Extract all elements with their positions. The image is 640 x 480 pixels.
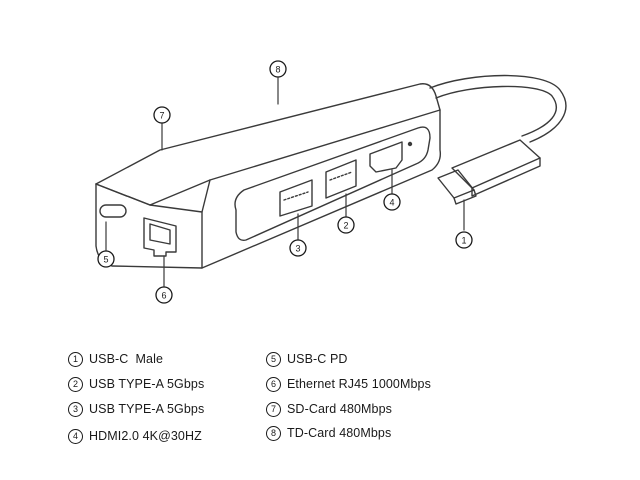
usb-hub-diagram: 8 7 1 2 3 4 5 6 [95, 60, 567, 304]
legend-item-8: 8 TD-Card 480Mbps [266, 424, 391, 442]
legend-item-7: 7 SD-Card 480Mbps [266, 400, 392, 418]
callout-1: 1 [455, 231, 473, 249]
callout-7-label: 7 [159, 111, 164, 121]
legend-badge-3: 3 [68, 401, 83, 417]
callout-3: 3 [289, 239, 307, 257]
legend-label-3: USB TYPE-A 5Gbps [89, 402, 205, 416]
legend-item-1: 1 USB-C Male [68, 350, 163, 368]
hub-body [95, 83, 442, 269]
legend-label-2: USB TYPE-A 5Gbps [89, 377, 205, 391]
callout-1-label: 1 [461, 236, 466, 246]
legend-badge-1: 1 [68, 351, 83, 367]
legend-badge-2: 2 [68, 376, 83, 392]
port-legend: 1 USB-C Male 2 USB TYPE-A 5Gbps 3 USB TY… [0, 350, 640, 460]
leader-lines [105, 77, 465, 287]
callout-7: 7 [153, 106, 171, 124]
usb-c-pd-port [99, 204, 127, 218]
usb-a-port-3 [279, 179, 313, 217]
usb-c-cable [429, 74, 567, 143]
usb-c-male-plug [437, 139, 541, 205]
callout-6: 6 [155, 286, 173, 304]
legend-item-6: 6 Ethernet RJ45 1000Mbps [266, 375, 431, 393]
legend-item-3: 3 USB TYPE-A 5Gbps [68, 400, 204, 418]
callout-8: 8 [269, 60, 287, 78]
legend-label-4: HDMI2.0 4K@30HZ [89, 429, 202, 443]
legend-badge-7: 7 [266, 401, 281, 417]
callout-2-label: 2 [343, 221, 348, 231]
legend-badge-5: 5 [266, 351, 281, 367]
callout-3-label: 3 [295, 244, 300, 254]
legend-label-1: USB-C Male [89, 352, 164, 366]
rj45-port [143, 217, 177, 257]
legend-item-5: 5 USB-C PD [266, 350, 348, 368]
callout-5-label: 5 [103, 255, 108, 265]
legend-badge-4: 4 [68, 428, 83, 444]
legend-item-2: 2 USB TYPE-A 5Gbps [68, 375, 204, 393]
usb-a-port-2 [325, 159, 357, 199]
port-panel [234, 126, 431, 242]
callout-6-label: 6 [161, 291, 166, 301]
legend-label-8: TD-Card 480Mbps [287, 426, 392, 440]
legend-label-7: SD-Card 480Mbps [287, 402, 393, 416]
callout-5: 5 [97, 250, 115, 268]
hdmi-port [369, 141, 413, 173]
legend-badge-6: 6 [266, 376, 281, 392]
callout-4-label: 4 [389, 198, 394, 208]
callout-2: 2 [337, 216, 355, 234]
legend-item-4: 4 HDMI2.0 4K@30HZ [68, 427, 202, 445]
callout-8-label: 8 [275, 65, 280, 75]
callout-4: 4 [383, 193, 401, 211]
legend-badge-8: 8 [266, 425, 281, 441]
legend-label-6: Ethernet RJ45 1000Mbps [287, 377, 431, 391]
legend-label-5: USB-C PD [287, 352, 348, 366]
